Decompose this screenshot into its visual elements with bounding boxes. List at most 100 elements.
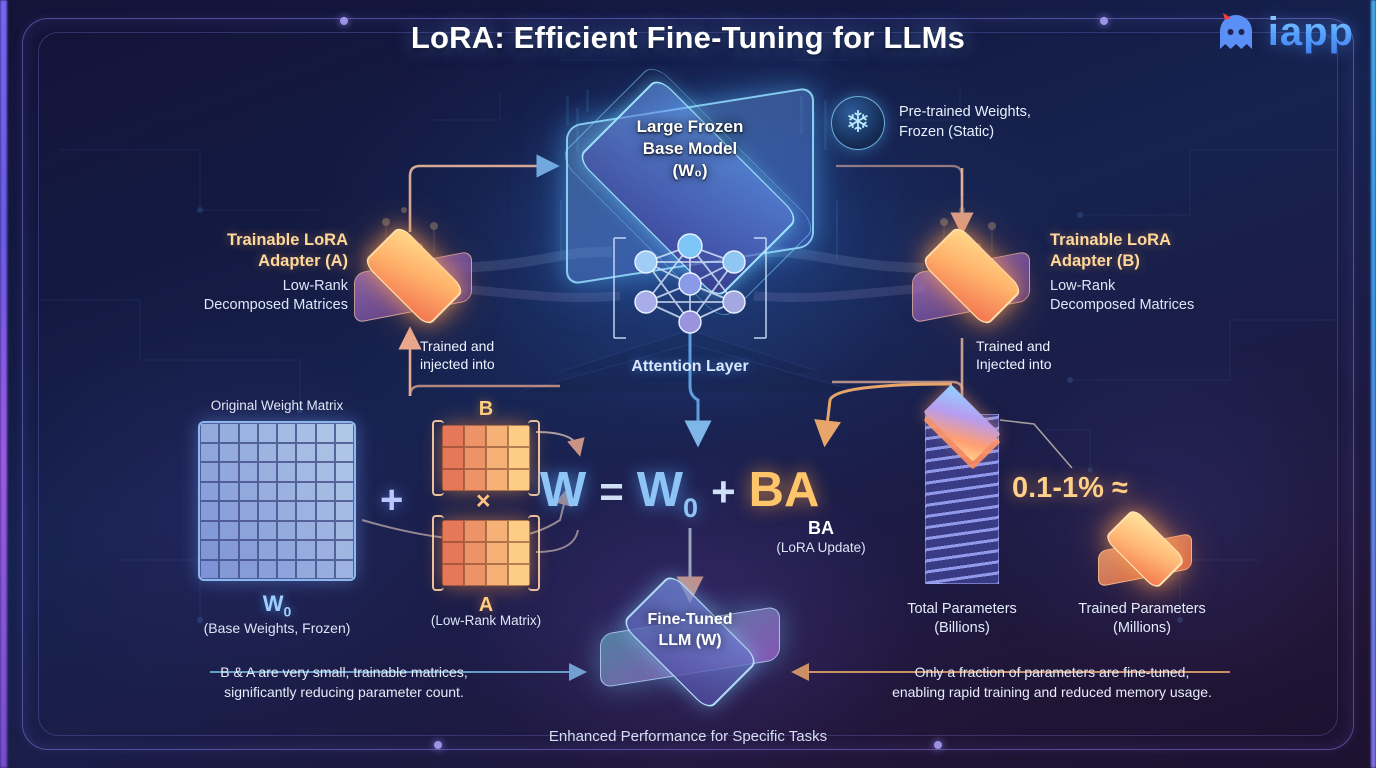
matrix-a-bracket-right bbox=[528, 515, 540, 591]
matrix-cell bbox=[238, 520, 258, 540]
matrix-b-block[interactable]: B bbox=[432, 398, 540, 496]
base-model-block[interactable]: Large Frozen Base Model (W₀) bbox=[528, 62, 852, 322]
matrix-cell bbox=[334, 540, 354, 560]
matrix-b-bracket-right bbox=[528, 420, 540, 496]
right-edge-glow bbox=[1371, 0, 1376, 768]
matrix-cell bbox=[315, 442, 335, 462]
equation-w: W bbox=[540, 463, 587, 517]
frozen-badge-text: Pre-trained Weights, Frozen (Static) bbox=[899, 103, 1031, 142]
matrix-cell bbox=[334, 423, 354, 443]
base-model-label: Large Frozen Base Model (W₀) bbox=[528, 116, 852, 181]
logo-wordmark: iapp bbox=[1267, 10, 1354, 54]
matrix-cell bbox=[238, 462, 258, 482]
robot-mascot-icon bbox=[1219, 12, 1252, 49]
matrix-cell bbox=[238, 501, 258, 521]
matrix-a-name: A bbox=[478, 594, 494, 616]
adapter-a-arrow-line1: Trained and bbox=[420, 338, 495, 354]
matrix-cell bbox=[296, 423, 316, 443]
bottom-tagline: Enhanced Performance for Specific Tasks bbox=[548, 728, 828, 745]
attention-layer-block[interactable]: Attention Layer bbox=[600, 222, 780, 392]
matrix-cell bbox=[334, 520, 354, 540]
matrix-cell bbox=[508, 425, 530, 447]
matrix-cell bbox=[464, 542, 486, 564]
matrix-cell bbox=[315, 540, 335, 560]
matrix-cell bbox=[257, 501, 277, 521]
lora-adapter-a-block[interactable] bbox=[348, 224, 478, 328]
matrix-cell bbox=[238, 559, 258, 579]
trained-parameters-line2: (Millions) bbox=[1113, 619, 1171, 636]
matrix-cell bbox=[277, 540, 297, 560]
matrix-cell bbox=[257, 520, 277, 540]
frame-dot-top-left bbox=[340, 17, 348, 25]
matrix-cell bbox=[508, 564, 530, 586]
matrix-a-bracket-left bbox=[432, 515, 444, 591]
matrix-cell bbox=[238, 481, 258, 501]
snowflake-icon: ❄ bbox=[831, 96, 885, 150]
trained-parameters-chip[interactable] bbox=[1092, 507, 1196, 591]
matrix-cell bbox=[257, 442, 277, 462]
lora-adapter-b-block[interactable] bbox=[906, 224, 1036, 328]
base-model-line3: (W₀) bbox=[672, 160, 708, 180]
caption-right-line1: Only a fraction of parameters are fine-t… bbox=[914, 664, 1190, 680]
adapter-a-sub: Low-Rank Decomposed Matrices bbox=[128, 277, 348, 315]
matrix-cell bbox=[219, 462, 239, 482]
matrix-cell bbox=[334, 481, 354, 501]
matrix-a-block[interactable]: A bbox=[432, 515, 540, 617]
adapter-b-sub-line2: Decomposed Matrices bbox=[1050, 297, 1195, 313]
original-matrix-name: W0 bbox=[262, 591, 292, 620]
matrix-cell bbox=[238, 540, 258, 560]
matrix-cell bbox=[219, 540, 239, 560]
frozen-weights-badge[interactable]: ❄ Pre-trained Weights, Frozen (Static) bbox=[831, 96, 1031, 150]
fine-tuned-line1: Fine-Tuned bbox=[647, 611, 733, 628]
fine-tuned-model-block[interactable]: Fine-Tuned LLM (W) bbox=[592, 572, 788, 712]
matrix-cell bbox=[486, 469, 508, 491]
matrix-cell bbox=[486, 542, 508, 564]
matrix-cell bbox=[315, 423, 335, 443]
plus-operator: + bbox=[380, 478, 404, 522]
matrix-cell bbox=[508, 542, 530, 564]
matrix-cell bbox=[464, 520, 486, 542]
matrix-cell bbox=[277, 423, 297, 443]
adapter-b-sub: Low-Rank Decomposed Matrices bbox=[1050, 277, 1270, 315]
matrix-cell bbox=[464, 425, 486, 447]
ba-note-title: BA bbox=[808, 518, 834, 538]
matrix-cell bbox=[315, 520, 335, 540]
total-parameters-line1: Total Parameters bbox=[907, 601, 1017, 617]
total-parameters-line2: (Billions) bbox=[934, 619, 990, 636]
matrix-cell bbox=[486, 564, 508, 586]
matrix-cell bbox=[296, 520, 316, 540]
caption-left: B & A are very small, trainable matrices… bbox=[186, 662, 502, 703]
adapter-b-arrow-label: Trained and Injected into bbox=[976, 337, 1052, 373]
ba-update-note: BA (LoRA Update) bbox=[762, 518, 880, 555]
matrix-cell bbox=[200, 442, 220, 462]
adapter-b-sub-line1: Low-Rank bbox=[1050, 277, 1116, 294]
matrix-cell bbox=[442, 542, 464, 564]
matrix-cell bbox=[508, 447, 530, 469]
original-weight-matrix-block[interactable]: Original Weight Matrix W0 (Base Weights,… bbox=[192, 398, 362, 636]
matrix-cell bbox=[442, 520, 464, 542]
matrix-cell bbox=[315, 462, 335, 482]
matrix-cell bbox=[257, 423, 277, 443]
total-parameters-tower[interactable] bbox=[923, 384, 1001, 585]
frame-dot-bottom-right bbox=[934, 741, 942, 749]
matrix-cell bbox=[464, 469, 486, 491]
matrix-cell bbox=[315, 481, 335, 501]
matrix-cell bbox=[238, 423, 258, 443]
equation-equals: = bbox=[599, 468, 624, 515]
matrix-cell bbox=[296, 442, 316, 462]
matrix-cell bbox=[442, 447, 464, 469]
adapter-b-arrow-line2: Injected into bbox=[976, 356, 1052, 373]
matrix-a-grid bbox=[442, 520, 530, 586]
brand-logo[interactable]: iapp bbox=[1214, 10, 1354, 55]
matrix-cell bbox=[486, 447, 508, 469]
matrix-cell bbox=[296, 540, 316, 560]
matrix-cell bbox=[219, 423, 239, 443]
trained-parameters-line1: Trained Parameters bbox=[1078, 601, 1206, 617]
original-matrix-caption: Original Weight Matrix bbox=[210, 398, 344, 413]
adapter-b-title-line1: Trainable LoRA bbox=[1050, 231, 1172, 249]
lora-equation: W = W0 + BA bbox=[540, 462, 819, 524]
frame-dot-top-right bbox=[1100, 17, 1108, 25]
adapter-a-arrow-line2: injected into bbox=[420, 356, 495, 373]
parameter-ratio-annotation: 0.1-1% ≈ bbox=[1012, 472, 1128, 504]
times-operator: × bbox=[476, 487, 491, 515]
